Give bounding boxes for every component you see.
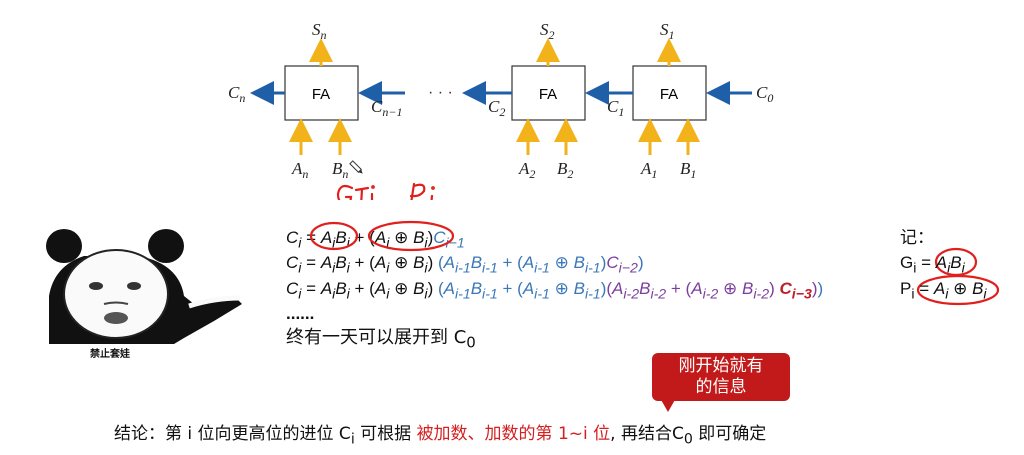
label-an: An — [291, 159, 308, 181]
pencil-cursor-icon — [349, 160, 363, 174]
callout-line-2: 的信息 — [695, 377, 747, 397]
ripple-carry-adder-diagram: FA FA FA Sn S2 S1 Cn Cn−1 C2 C1 C0 An Bn… — [228, 20, 773, 200]
fa-box-n — [284, 65, 359, 121]
label-s2: S2 — [540, 20, 555, 42]
label-cn: Cn — [228, 83, 245, 105]
equation-ellipsis: ...... — [286, 304, 315, 323]
label-a1: A1 — [640, 159, 657, 181]
handwritten-annotations — [336, 182, 435, 200]
callout-box: 刚开始就有 的信息 — [652, 353, 790, 401]
label-s1: S1 — [660, 20, 675, 42]
panda-meme-image — [46, 229, 242, 344]
label-sn: Sn — [312, 20, 327, 42]
fa-box-2 — [511, 65, 586, 121]
label-c1: C1 — [607, 97, 624, 119]
conclusion-highlight: 被加数、加数的第 1~i 位 — [416, 424, 611, 444]
callout-line-1: 刚开始就有 — [678, 356, 764, 376]
expand-statement: 终有一天可以展开到 C0 — [286, 327, 476, 352]
label-bn: Bn — [332, 159, 348, 181]
label-c2: C2 — [488, 97, 505, 119]
label-c0: C0 — [756, 83, 773, 105]
conclusion-text: 结论：第 i 位向更高位的进位 Ci 可根据 被加数、加数的第 1~i 位, 再… — [114, 424, 767, 448]
ellipsis-dots: · · · — [428, 84, 453, 101]
label-cn1: Cn−1 — [371, 97, 402, 119]
fa-label-1: FA — [660, 86, 678, 103]
notes-title: 记： — [900, 228, 934, 248]
label-b2: B2 — [557, 159, 573, 181]
label-b1: B1 — [680, 159, 696, 181]
fa-label-2: FA — [539, 86, 557, 103]
callout-tail — [660, 398, 676, 412]
notes-g-definition: Gi = AiBi — [900, 253, 965, 277]
notes-p-definition: Pi = Ai ⊕ Bi — [900, 279, 987, 303]
equation-line-2: Ci = AiBi + (Ai ⊕ Bi) (Ai-1Bi-1 + (Ai-1 … — [286, 253, 644, 277]
fa-label-n: FA — [312, 86, 330, 103]
label-a2: A2 — [518, 159, 535, 181]
meme-caption: 禁止套娃 — [90, 349, 130, 360]
equation-line-3: Ci = AiBi + (Ai ⊕ Bi) (Ai-1Bi-1 + (Ai-1 … — [286, 279, 824, 303]
